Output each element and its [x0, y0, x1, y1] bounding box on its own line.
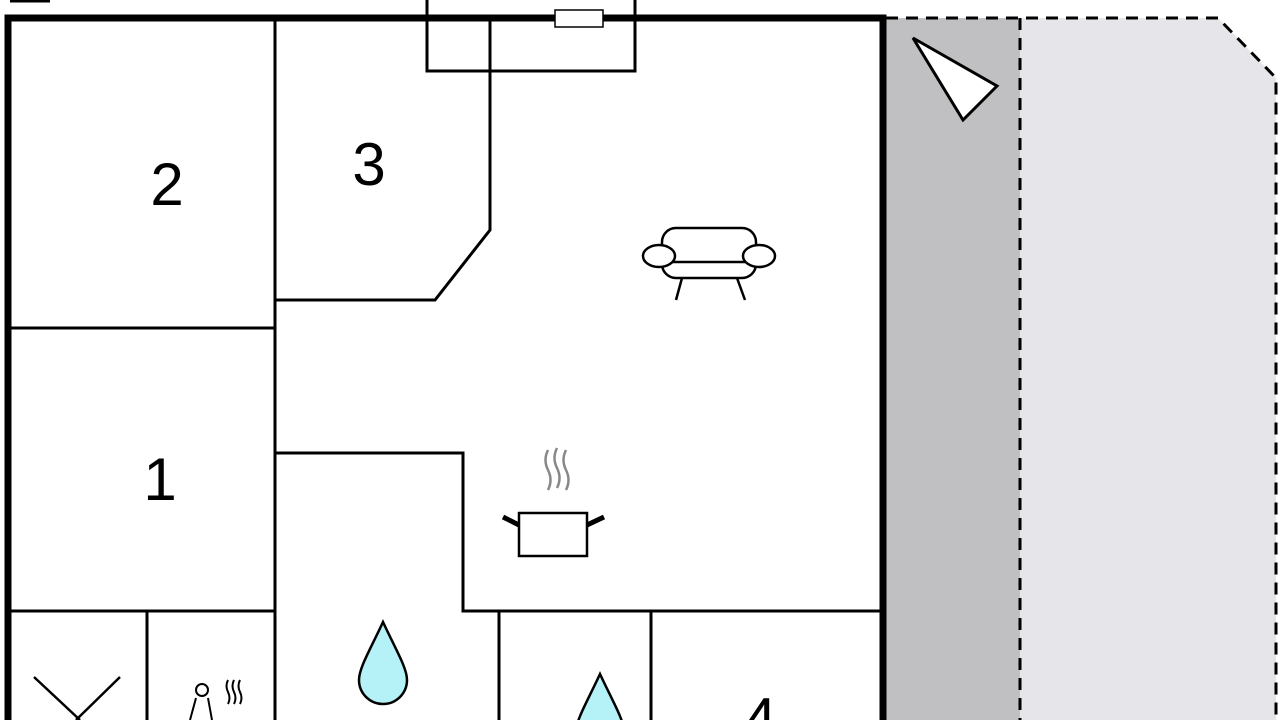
- cooking-pot-icon: [501, 447, 606, 558]
- room-3-label: 3: [352, 131, 385, 198]
- room-2-label: 2: [150, 151, 183, 218]
- north-arrow-icon: [911, 36, 1000, 123]
- room-4-label: 4: [743, 686, 776, 720]
- window: [554, 9, 604, 28]
- plot-boundary: [886, 16, 1278, 720]
- interior-walls: [8, 18, 880, 720]
- balcony: [425, 0, 637, 73]
- outdoor-area: [1020, 18, 1276, 720]
- room-1-label: 1: [143, 446, 176, 513]
- terrace-area: [886, 18, 1020, 720]
- outer-wall: [4, 14, 887, 720]
- water-drop-icon: [357, 619, 409, 706]
- sauna-icon: [189, 679, 243, 720]
- toilet-icon: [33, 676, 121, 720]
- sofa-icon: [641, 226, 777, 301]
- water-drop-icon: [577, 671, 623, 720]
